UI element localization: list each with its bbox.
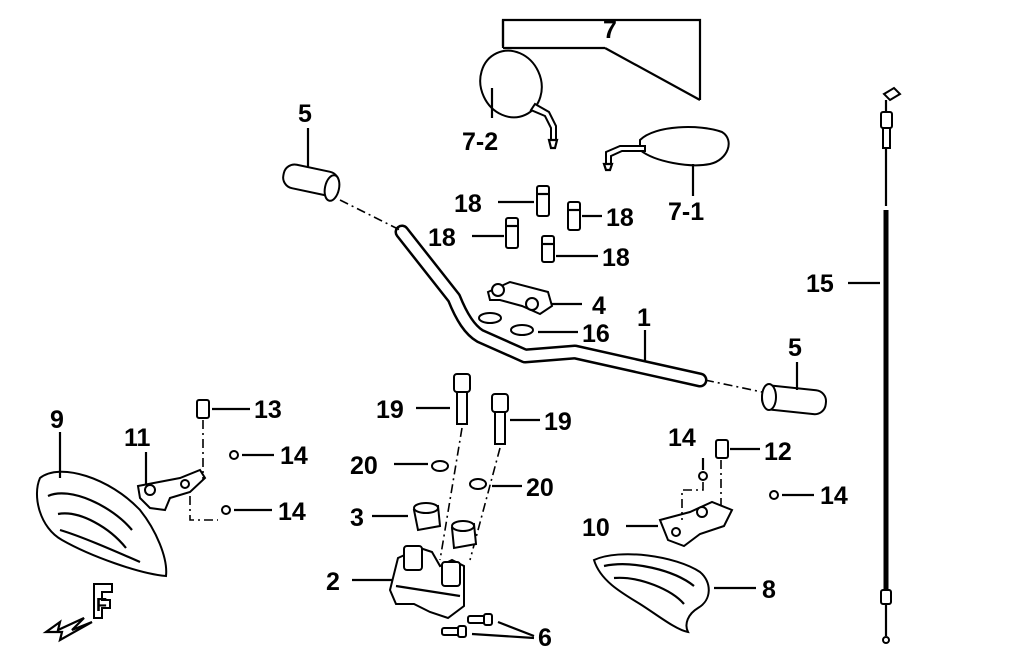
label-12: 12 [764, 438, 792, 466]
bolt-18-d [541, 235, 555, 263]
washer-16-a [478, 312, 502, 324]
label-19-b: 19 [544, 408, 572, 436]
axis-line-left [339, 199, 401, 231]
label-18-c: 18 [428, 224, 456, 252]
axis-line-14-left [189, 496, 218, 521]
collar-3-a [412, 502, 442, 532]
bolt-19-b [491, 393, 509, 445]
label-1: 1 [637, 304, 651, 332]
washer-20-b [469, 478, 487, 490]
washer-20-a [431, 460, 449, 472]
bolt-13 [196, 399, 210, 419]
label-20-a: 20 [350, 452, 378, 480]
label-13: 13 [254, 396, 282, 424]
grip-right [761, 383, 827, 416]
mirror-set-bracket [501, 18, 702, 101]
axis-line-right [704, 379, 763, 393]
bolt-18-a [536, 185, 550, 217]
nut-14-b [221, 505, 231, 515]
label-7-2: 7-2 [462, 128, 498, 156]
label-4: 4 [592, 292, 606, 320]
label-7-1: 7-1 [668, 198, 704, 226]
label-2: 2 [326, 568, 340, 596]
label-7: 7 [603, 16, 617, 44]
hand-guard-left [36, 470, 168, 578]
label-20-b: 20 [526, 474, 554, 502]
axis-line-14-right [681, 482, 704, 520]
nut-14-d [769, 490, 779, 500]
label-16: 16 [582, 320, 610, 348]
bolt-18-c [505, 217, 519, 249]
label-10: 10 [582, 514, 610, 542]
label-18-d: 18 [602, 244, 630, 272]
bolt-19-a [453, 373, 471, 425]
bolt-18-b [567, 201, 581, 231]
handlebar-holder-lower [388, 545, 465, 620]
bracket-left [136, 468, 207, 512]
mirror-left [479, 49, 559, 150]
label-15: 15 [806, 270, 834, 298]
collar-3-b [450, 520, 478, 550]
front-direction-mark [42, 583, 113, 643]
label-18-b: 18 [606, 204, 634, 232]
nut-14-c [698, 471, 708, 481]
washer-16-b [510, 324, 534, 336]
bracket-right [658, 500, 734, 548]
label-14-c: 14 [668, 424, 696, 452]
label-front: F [96, 595, 107, 615]
label-3: 3 [350, 504, 364, 532]
label-5-right: 5 [788, 334, 802, 362]
handlebar [394, 224, 708, 388]
label-14-a: 14 [280, 442, 308, 470]
screw-6-b [441, 625, 467, 638]
label-11: 11 [124, 424, 151, 452]
label-9: 9 [50, 406, 64, 434]
label-14-d: 14 [820, 482, 848, 510]
leader-6 [471, 620, 535, 640]
hand-guard-right [592, 553, 710, 634]
label-14-b: 14 [278, 498, 306, 526]
label-5-left: 5 [298, 100, 312, 128]
label-19-a: 19 [376, 396, 404, 424]
label-18-a: 18 [454, 190, 482, 218]
label-6: 6 [538, 624, 552, 652]
screw-6-a [467, 613, 493, 626]
grip-left [282, 163, 341, 202]
mirror-right [602, 126, 730, 172]
nut-14-a [229, 450, 239, 460]
label-8: 8 [762, 576, 776, 604]
throttle-cable [880, 86, 902, 644]
bolt-12 [715, 439, 729, 459]
handlebar-holder [486, 280, 554, 316]
axis-line-19-a [439, 427, 463, 561]
